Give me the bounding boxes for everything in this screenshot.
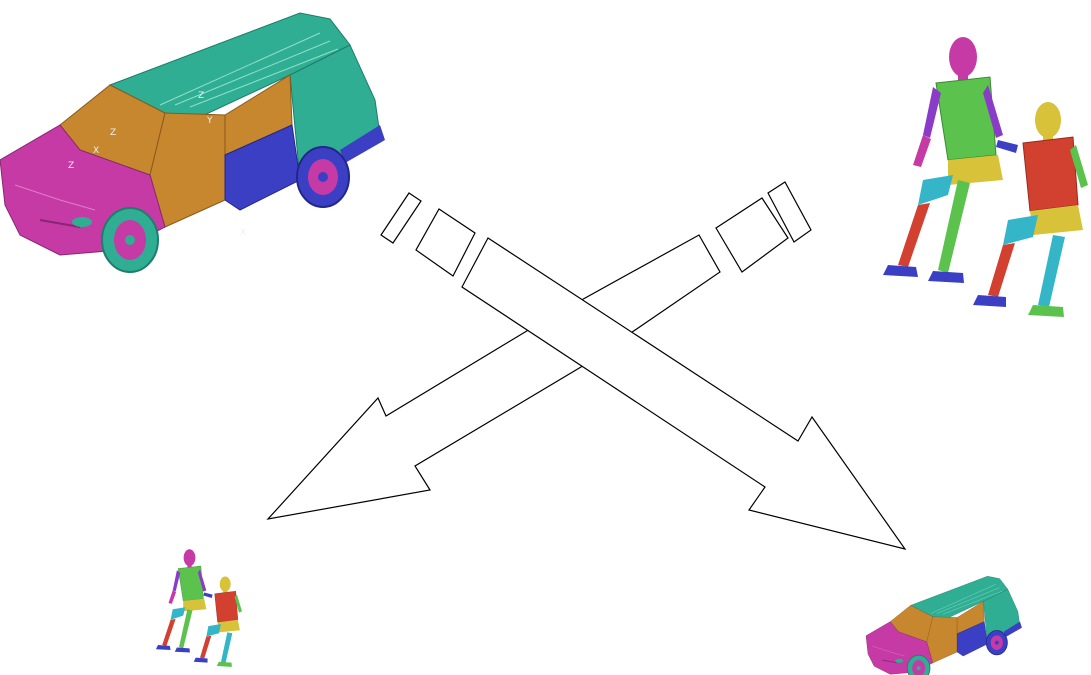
van-small <box>866 576 1022 675</box>
axis-label-z1: Z <box>110 128 116 138</box>
axis-label-z3: Z <box>198 91 204 101</box>
dummies-small <box>156 549 242 667</box>
arrow-dummies-to-small <box>268 182 811 519</box>
axis-label-x1: X <box>93 146 99 156</box>
arrow-tail-block-2 <box>381 193 421 243</box>
van-large: Z X Z Z Y X <box>0 13 385 272</box>
axis-label-x2: X <box>240 228 246 238</box>
axis-label-y: Y <box>206 116 213 126</box>
axis-label-z2: Z <box>68 161 74 171</box>
arrow-tail-block-1 <box>416 209 475 276</box>
dummies-large <box>883 37 1088 317</box>
